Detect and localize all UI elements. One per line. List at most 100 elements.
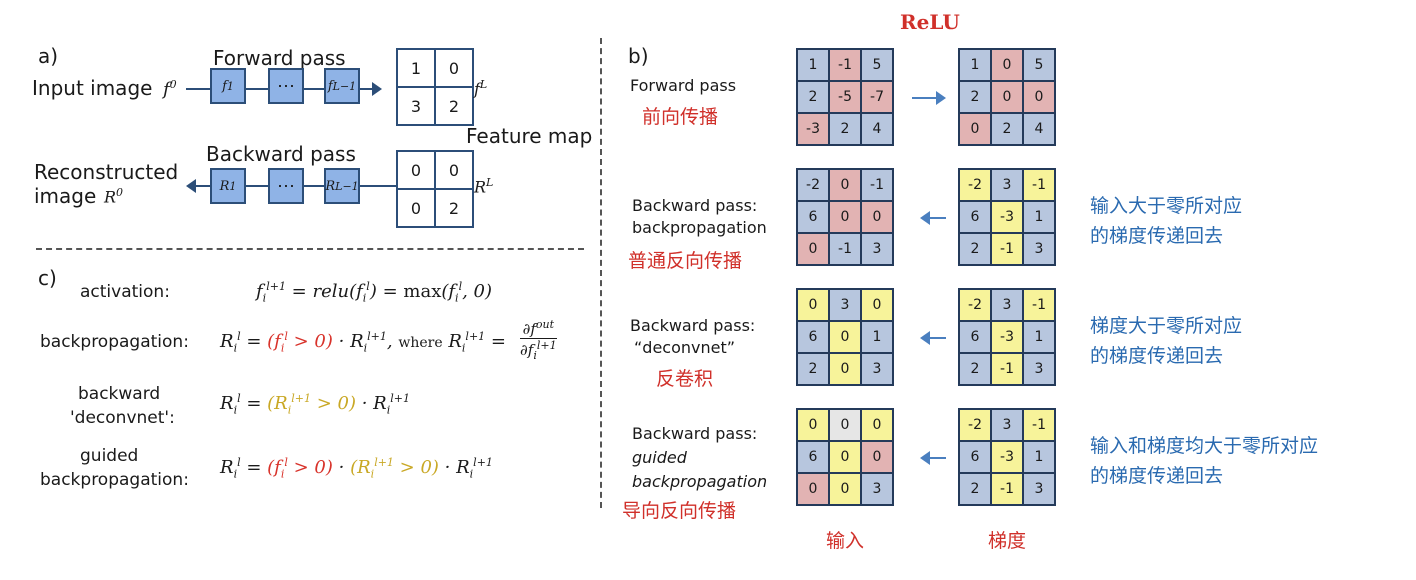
fm-cell: 2 (436, 190, 472, 226)
row-3-desc-1: 的梯度传递回去 (1090, 465, 1224, 487)
grid-cell: 2 (960, 354, 990, 384)
grid-cell: 3 (862, 474, 892, 504)
row-1-en-0: Backward pass: (632, 196, 758, 215)
vertical-divider (600, 38, 602, 508)
grid-cell: 2 (960, 234, 990, 264)
grid-cell: 5 (1024, 50, 1054, 80)
arrow-right-icon (936, 91, 946, 105)
grid-cell: 6 (960, 322, 990, 352)
grid-cell: 6 (798, 322, 828, 352)
row-3-en-0: Backward pass: (632, 424, 758, 443)
arrow-line (196, 185, 210, 187)
col-gradient-label: 梯度 (988, 530, 1027, 552)
backward-feature-map: 0 0 0 2 (396, 150, 474, 228)
grid-cell: 2 (992, 114, 1022, 144)
grid-cell: 6 (798, 202, 828, 232)
grid-cell: -2 (798, 170, 828, 200)
partial-fraction: ∂fout ∂fil+1 (520, 318, 557, 362)
grid-cell: 5 (862, 50, 892, 80)
grid-cell: 1 (1024, 442, 1054, 472)
connector (246, 88, 268, 90)
backprop-formula: Ril = (fil > 0) · Ril+1, where Ril+1 = (220, 330, 506, 355)
guided-formula: Ril = (fil > 0) · (Ril+1 > 0) · Ril+1 (220, 456, 493, 481)
grid-cell: -3 (992, 322, 1022, 352)
arrow-left-icon (920, 451, 930, 465)
grid-cell: -1 (992, 354, 1022, 384)
grid-cell: 0 (798, 290, 828, 320)
grid-cell: -1 (862, 170, 892, 200)
panel-c-label: c) (38, 266, 57, 290)
grid-cell: 0 (960, 114, 990, 144)
forward-feature-map: 1 0 3 2 (396, 48, 474, 126)
grid-cell: 3 (1024, 234, 1054, 264)
grid-cell: 0 (862, 410, 892, 440)
grid-cell: -7 (862, 82, 892, 112)
grid-cell: 3 (1024, 354, 1054, 384)
grid-cell: 3 (1024, 474, 1054, 504)
grid-cell: -2 (960, 410, 990, 440)
RL-symbol: RL (474, 176, 494, 197)
grid-cell: -3 (992, 202, 1022, 232)
grid-cell: 3 (862, 354, 892, 384)
dots-box: ⋯ (268, 168, 304, 204)
grid-cell: 2 (798, 354, 828, 384)
grid-cell: 0 (798, 410, 828, 440)
grid-cell: 0 (992, 82, 1022, 112)
arrow-left-icon (920, 211, 930, 225)
backpropagation-label: backpropagation: (40, 332, 189, 352)
grid-cell: 6 (960, 202, 990, 232)
fm-cell: 3 (398, 88, 434, 124)
row-2-en-1: “deconvnet” (634, 338, 736, 357)
connector (360, 185, 396, 187)
deconvnet-formula: Ril = (Ril+1 > 0) · Ril+1 (220, 392, 410, 417)
fm-cell: 0 (398, 152, 434, 188)
grid-cell: 0 (798, 234, 828, 264)
grid-cell: 4 (862, 114, 892, 144)
grid-cell: 3 (830, 290, 860, 320)
arrow-line (360, 88, 374, 90)
grid-cell: 2 (830, 114, 860, 144)
panel-a-label: a) (38, 44, 59, 68)
row-3-zh: 导向反向传播 (622, 500, 737, 522)
grid-cell: -3 (798, 114, 828, 144)
arrow-left-icon (920, 331, 930, 345)
grid-cell: -5 (830, 82, 860, 112)
horizontal-divider (36, 248, 584, 250)
grid-cell: -1 (1024, 410, 1054, 440)
feature-map-label: Feature map (466, 124, 593, 148)
row-1-desc-1: 的梯度传递回去 (1090, 225, 1224, 247)
backward-pass-title: Backward pass (206, 142, 356, 166)
fm-cell: 1 (398, 50, 434, 86)
activation-formula: fil+1 = relu(fil) = max(fil, 0) (256, 280, 493, 305)
grid-cell: -1 (830, 234, 860, 264)
fm-cell: 2 (436, 88, 472, 124)
backward-label-1: backward (78, 384, 161, 404)
arrow-line (930, 337, 946, 339)
grid-cell: 1 (1024, 202, 1054, 232)
grid-cell: -2 (960, 170, 990, 200)
connector (186, 88, 210, 90)
backward-label-2: 'deconvnet': (70, 408, 175, 428)
reconstructed-label-2: image (34, 184, 97, 208)
grid-cell: 1 (862, 322, 892, 352)
connector (304, 185, 324, 187)
row-2-en-0: Backward pass: (630, 316, 756, 335)
grid-cell: 2 (798, 82, 828, 112)
forward-pass-title: Forward pass (213, 46, 346, 70)
grid-cell: 2 (960, 82, 990, 112)
guided-label-2: backpropagation: (40, 470, 189, 490)
grid-cell: -2 (960, 290, 990, 320)
arrow-head-icon (372, 82, 382, 96)
row-2-zh: 反卷积 (656, 368, 714, 390)
grid-cell: -1 (1024, 170, 1054, 200)
grid-cell: 0 (830, 442, 860, 472)
row-2-desc-0: 梯度大于零所对应 (1090, 315, 1243, 337)
